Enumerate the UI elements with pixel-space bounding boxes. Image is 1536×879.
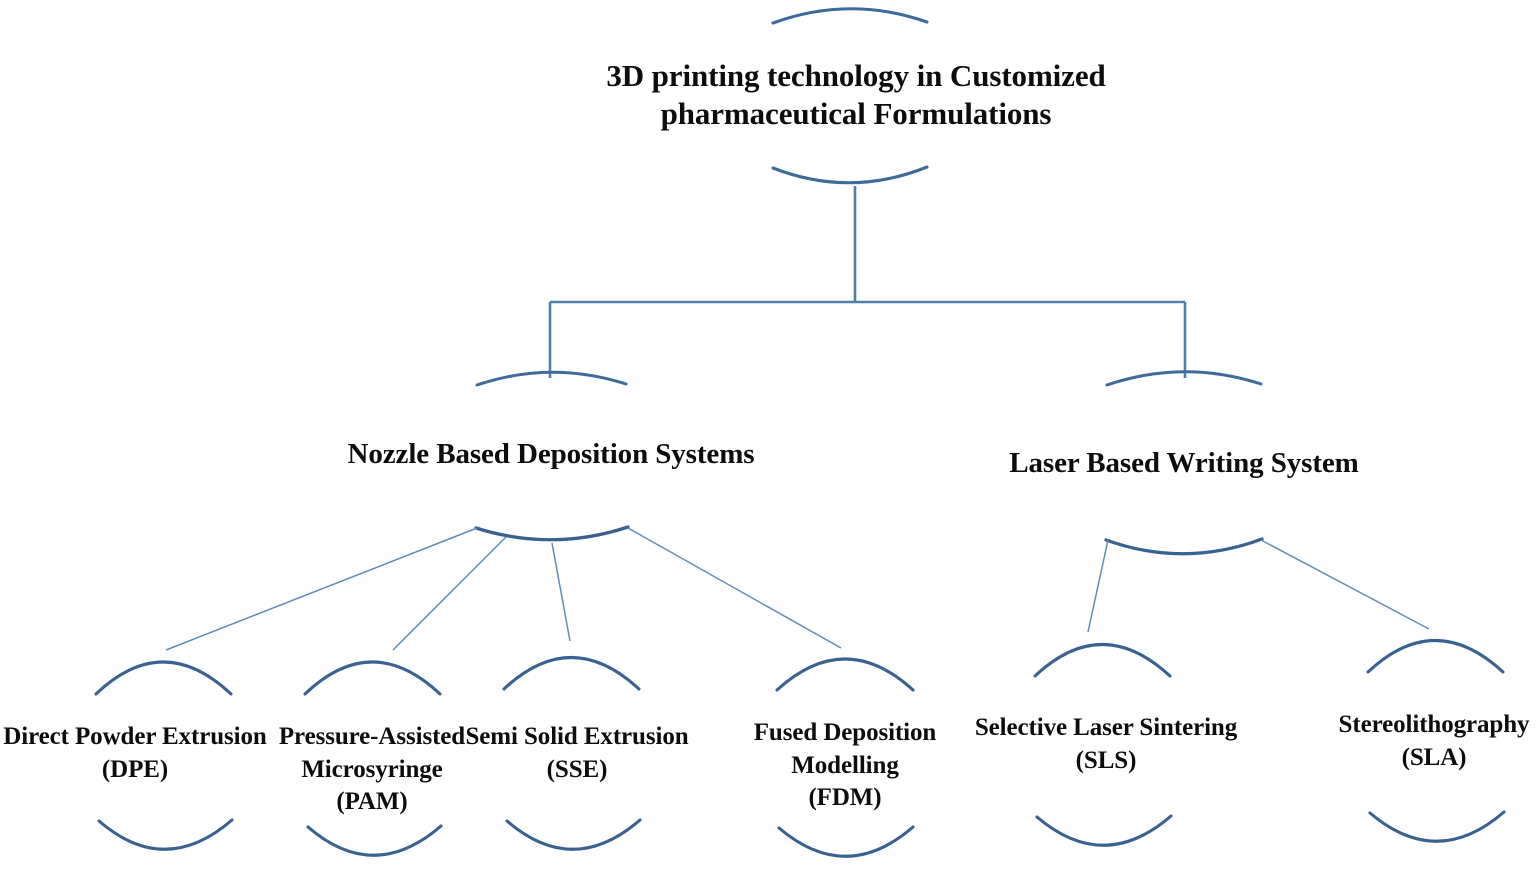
- connector-laser-to-sls: [1087, 539, 1109, 633]
- leaf-sls-bottom-arc: [1035, 814, 1173, 847]
- leaf-label-sls: Selective Laser Sintering (SLS): [974, 714, 1238, 774]
- connector-nozzle-to-sse: [551, 542, 571, 642]
- leaf-label-sla: Stereolithography (SLA): [1338, 711, 1530, 771]
- leaf-sls-top-arc: [1033, 643, 1172, 678]
- branch-label-nozzle: Nozzle Based Deposition Systems: [347, 438, 755, 470]
- root-node-label: 3D printing technology in Customized pha…: [606, 58, 1106, 131]
- root-node-bottom-arc: [771, 165, 929, 185]
- connector-nozzle-to-fdm: [627, 527, 842, 649]
- leaf-sla-bottom-arc: [1368, 810, 1506, 843]
- leaf-label-pam: Pressure-Assisted Microsyringe (PAM): [278, 723, 466, 815]
- branch-nozzle-top-arc: [475, 370, 628, 387]
- leaf-sse-bottom-arc: [505, 818, 642, 851]
- branch-laser-bottom-arc: [1104, 537, 1264, 556]
- leaf-dpe-top-arc: [94, 660, 233, 696]
- connector-nozzle-to-dpe: [165, 527, 478, 651]
- leaf-fdm-top-arc: [775, 657, 915, 692]
- root-node-top-arc: [771, 7, 929, 25]
- leaf-label-fdm: Fused Deposition Modelling (FDM): [753, 719, 937, 811]
- leaf-pam-top-arc: [303, 660, 442, 696]
- leaf-sla-top-arc: [1366, 639, 1505, 674]
- leaf-fdm-bottom-arc: [777, 825, 915, 858]
- connector-laser-to-sla: [1260, 539, 1430, 630]
- leaf-pam-bottom-arc: [306, 824, 443, 857]
- leaf-sse-top-arc: [502, 656, 641, 691]
- connector-root-to-branches: [548, 186, 1187, 378]
- leaf-label-dpe: Direct Powder Extrusion (DPE): [3, 723, 267, 783]
- branch-label-laser: Laser Based Writing System: [1009, 447, 1359, 479]
- branch-nozzle-bottom-arc: [474, 525, 630, 542]
- branch-laser-top-arc: [1105, 370, 1263, 387]
- leaf-label-sse: Semi Solid Extrusion (SSE): [465, 723, 689, 783]
- connector-nozzle-to-pam: [392, 536, 507, 651]
- leaf-dpe-bottom-arc: [97, 818, 234, 851]
